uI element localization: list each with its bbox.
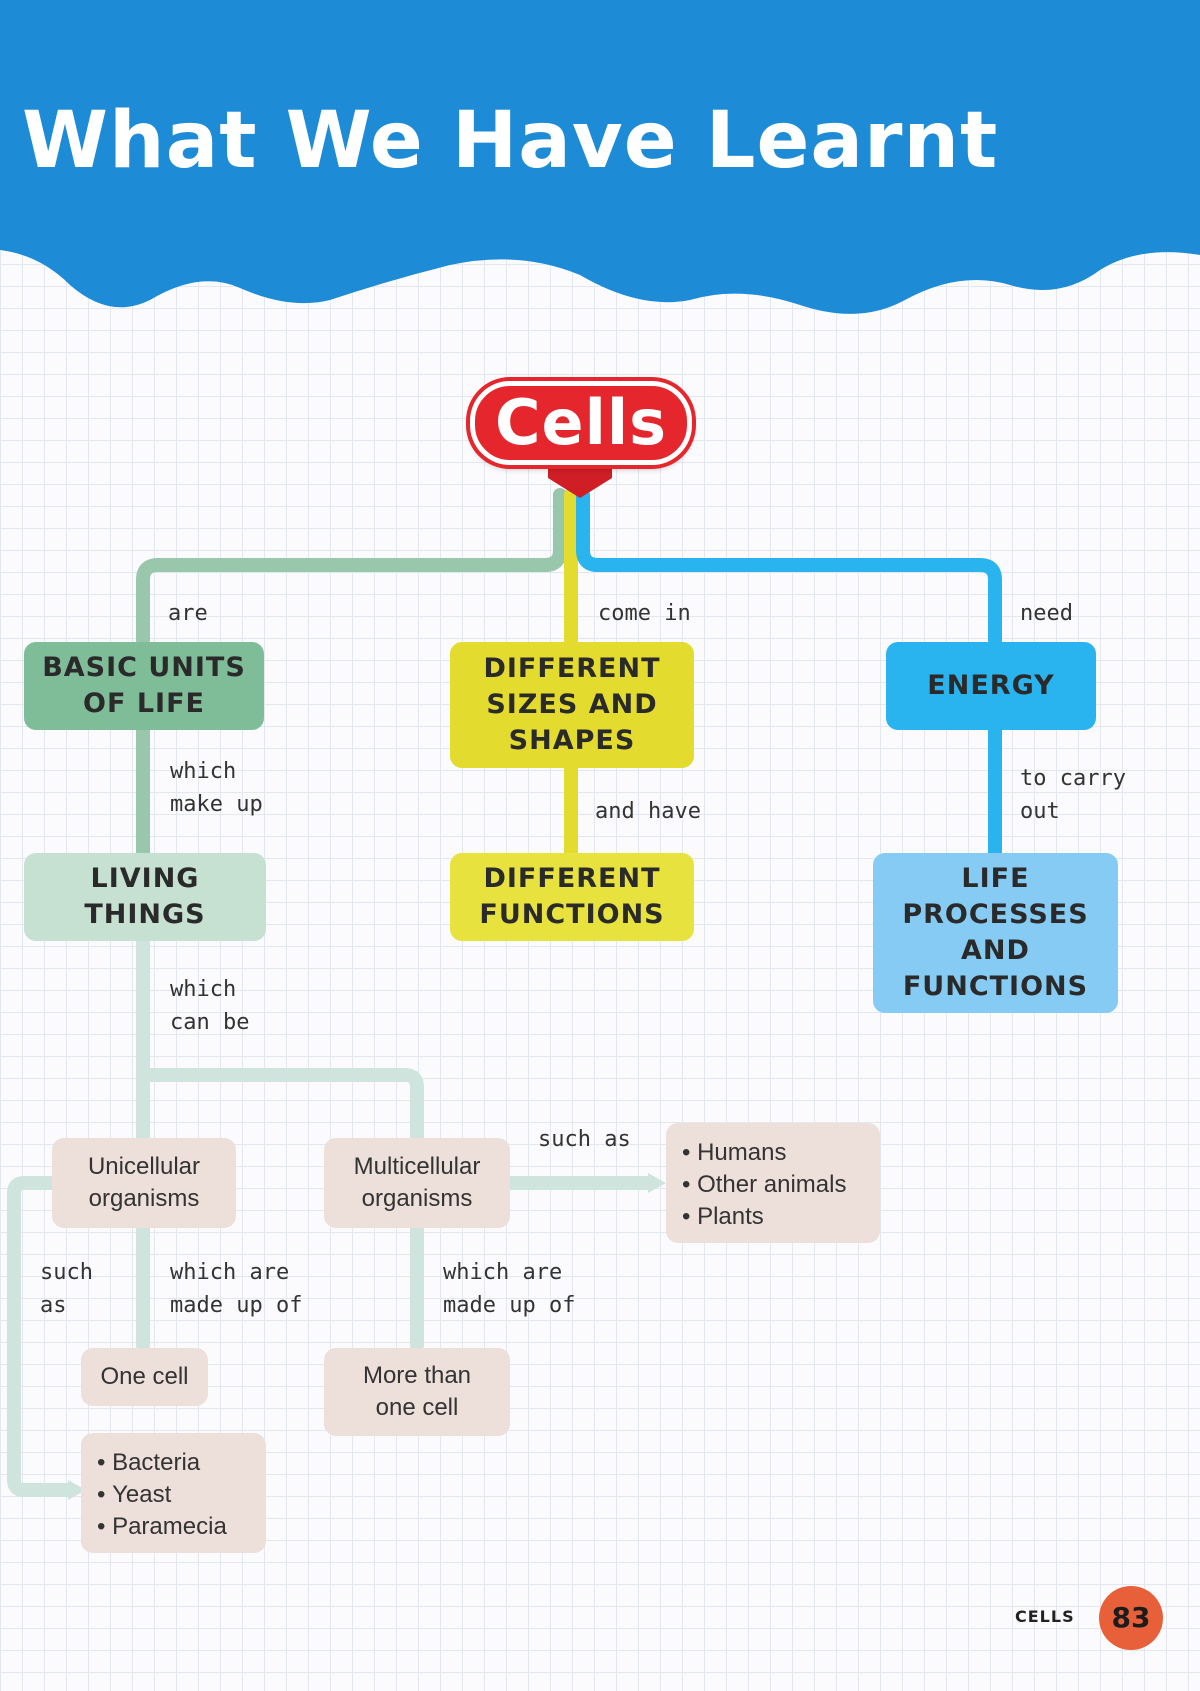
label-are: are bbox=[168, 601, 208, 626]
list-item: Yeast bbox=[97, 1479, 227, 1511]
footer-chapter-label: CELLS bbox=[1015, 1607, 1075, 1626]
node-multicellular-examples: Humans Other animals Plants bbox=[666, 1123, 880, 1243]
label-such-as-multicellular: such as bbox=[538, 1127, 631, 1152]
list-item: Bacteria bbox=[97, 1447, 227, 1479]
arrow-to-bacteria bbox=[68, 1480, 86, 1500]
label-which-make-up: which make up bbox=[170, 759, 263, 817]
node-energy: ENERGY bbox=[886, 642, 1096, 730]
connector-cells-to-energy bbox=[576, 488, 1002, 647]
node-unicellular-examples: Bacteria Yeast Paramecia bbox=[81, 1433, 266, 1553]
node-multicellular-organisms: Multicellular organisms bbox=[324, 1138, 510, 1228]
node-living-things: LIVING THINGS bbox=[24, 853, 266, 941]
node-basic-units-of-life: BASIC UNITS OF LIFE bbox=[24, 642, 264, 730]
node-different-functions: DIFFERENT FUNCTIONS bbox=[450, 853, 694, 941]
node-sizes-and-shapes: DIFFERENT SIZES AND SHAPES bbox=[450, 642, 694, 768]
node-unicellular-organisms: Unicellular organisms bbox=[52, 1138, 236, 1228]
label-such-as-unicellular: such as bbox=[40, 1260, 93, 1318]
header-banner bbox=[0, 0, 1200, 314]
page-number: 83 bbox=[1099, 1586, 1163, 1650]
label-and-have: and have bbox=[595, 799, 701, 824]
list-item: Humans bbox=[682, 1137, 846, 1169]
label-need: need bbox=[1020, 601, 1073, 626]
list-item: Paramecia bbox=[97, 1511, 227, 1543]
list-item: Other animals bbox=[682, 1169, 846, 1201]
node-one-cell: One cell bbox=[81, 1348, 208, 1406]
node-life-processes: LIFE PROCESSES AND FUNCTIONS bbox=[873, 853, 1118, 1013]
label-to-carry-out: to carry out bbox=[1020, 766, 1126, 824]
node-more-than-one-cell: More than one cell bbox=[324, 1348, 510, 1436]
list-item: Plants bbox=[682, 1201, 846, 1233]
connector-living-to-multicellular bbox=[136, 1068, 424, 1147]
page-title: What We Have Learnt bbox=[22, 96, 999, 186]
cells-pointer-icon bbox=[548, 458, 612, 498]
label-which-can-be: which can be bbox=[170, 977, 250, 1035]
label-multicellular-made-up-of: which are made up of bbox=[443, 1260, 576, 1318]
cells-root-node: Cells bbox=[470, 381, 692, 465]
label-come-in: come in bbox=[598, 601, 691, 626]
connector-unicellular-to-examples bbox=[7, 1176, 77, 1497]
arrow-to-examples bbox=[648, 1173, 666, 1193]
connector-cells-to-basic-units bbox=[136, 488, 567, 647]
label-unicellular-made-up-of: which are made up of bbox=[170, 1260, 303, 1318]
